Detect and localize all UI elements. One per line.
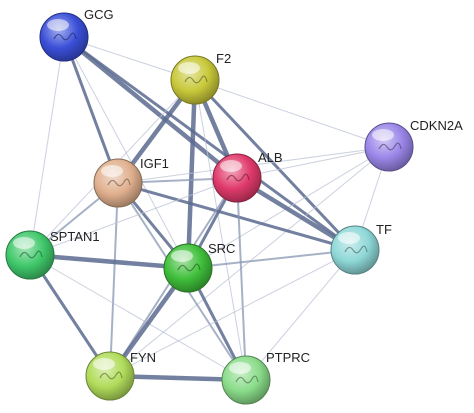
node-label-sptan1: SPTAN1	[50, 229, 100, 244]
edge-f2-tf	[193, 78, 357, 252]
node-highlight	[229, 362, 251, 374]
node-highlight	[178, 62, 200, 74]
edge-src-tf	[187, 249, 356, 269]
node-highlight	[47, 19, 69, 31]
edge-igf1-tf	[117, 181, 356, 252]
edge-alb-sptan1	[29, 177, 238, 256]
edge-alb-ptprc	[236, 177, 247, 381]
edge-f2-src	[185, 79, 198, 269]
protein-structure-icon	[107, 178, 131, 187]
node-label-ptprc: PTPRC	[266, 350, 310, 365]
edge-sptan1-src	[29, 252, 189, 271]
node-highlight	[93, 358, 115, 370]
edge-sptan1-ptprc	[29, 254, 247, 381]
node-cdkn2a[interactable]: CDKN2A	[364, 118, 463, 172]
node-label-gcg: GCG	[84, 7, 114, 22]
node-highlight	[13, 237, 35, 249]
node-label-cdkn2a: CDKN2A	[410, 118, 463, 133]
node-src[interactable]: SRC	[163, 241, 235, 293]
edge-igf1-fyn	[109, 182, 119, 377]
node-highlight	[220, 160, 242, 172]
protein-structure-icon	[235, 375, 259, 384]
node-highlight	[338, 232, 360, 244]
node-label-f2: F2	[216, 51, 231, 66]
node-label-tf: TF	[376, 222, 392, 237]
node-alb[interactable]: ALB	[212, 150, 283, 203]
edge-tf-fyn	[109, 249, 356, 377]
edge-cdkn2a-alb	[236, 146, 390, 179]
edge-tf-ptprc	[245, 249, 356, 381]
node-tf[interactable]: TF	[330, 222, 392, 275]
node-highlight	[171, 250, 193, 262]
node-label-src: SRC	[208, 241, 235, 256]
edge-gcg-igf1	[62, 36, 120, 184]
edge-gcg-sptan1	[29, 36, 65, 256]
protein-structure-icon	[184, 75, 208, 84]
node-highlight	[101, 165, 123, 177]
node-label-igf1: IGF1	[140, 156, 169, 171]
edge-f2-cdkn2a	[194, 79, 390, 148]
protein-structure-icon	[177, 263, 201, 272]
node-sptan1[interactable]: SPTAN1	[5, 229, 100, 280]
protein-structure-icon	[19, 250, 43, 259]
protein-structure-icon	[344, 245, 368, 254]
node-igf1[interactable]: IGF1	[93, 156, 169, 208]
node-fyn[interactable]: FYN	[85, 350, 156, 401]
node-f2[interactable]: F2	[170, 51, 231, 105]
node-label-fyn: FYN	[130, 350, 156, 365]
protein-structure-icon	[99, 371, 123, 380]
edge-f2-ptprc	[194, 79, 247, 381]
node-highlight	[372, 129, 394, 141]
protein-structure-icon	[378, 142, 402, 151]
protein-structure-icon	[226, 173, 250, 182]
node-gcg[interactable]: GCG	[39, 7, 114, 62]
node-ptprc[interactable]: PTPRC	[221, 350, 310, 405]
node-label-alb: ALB	[258, 150, 283, 165]
protein-structure-icon	[53, 32, 77, 41]
